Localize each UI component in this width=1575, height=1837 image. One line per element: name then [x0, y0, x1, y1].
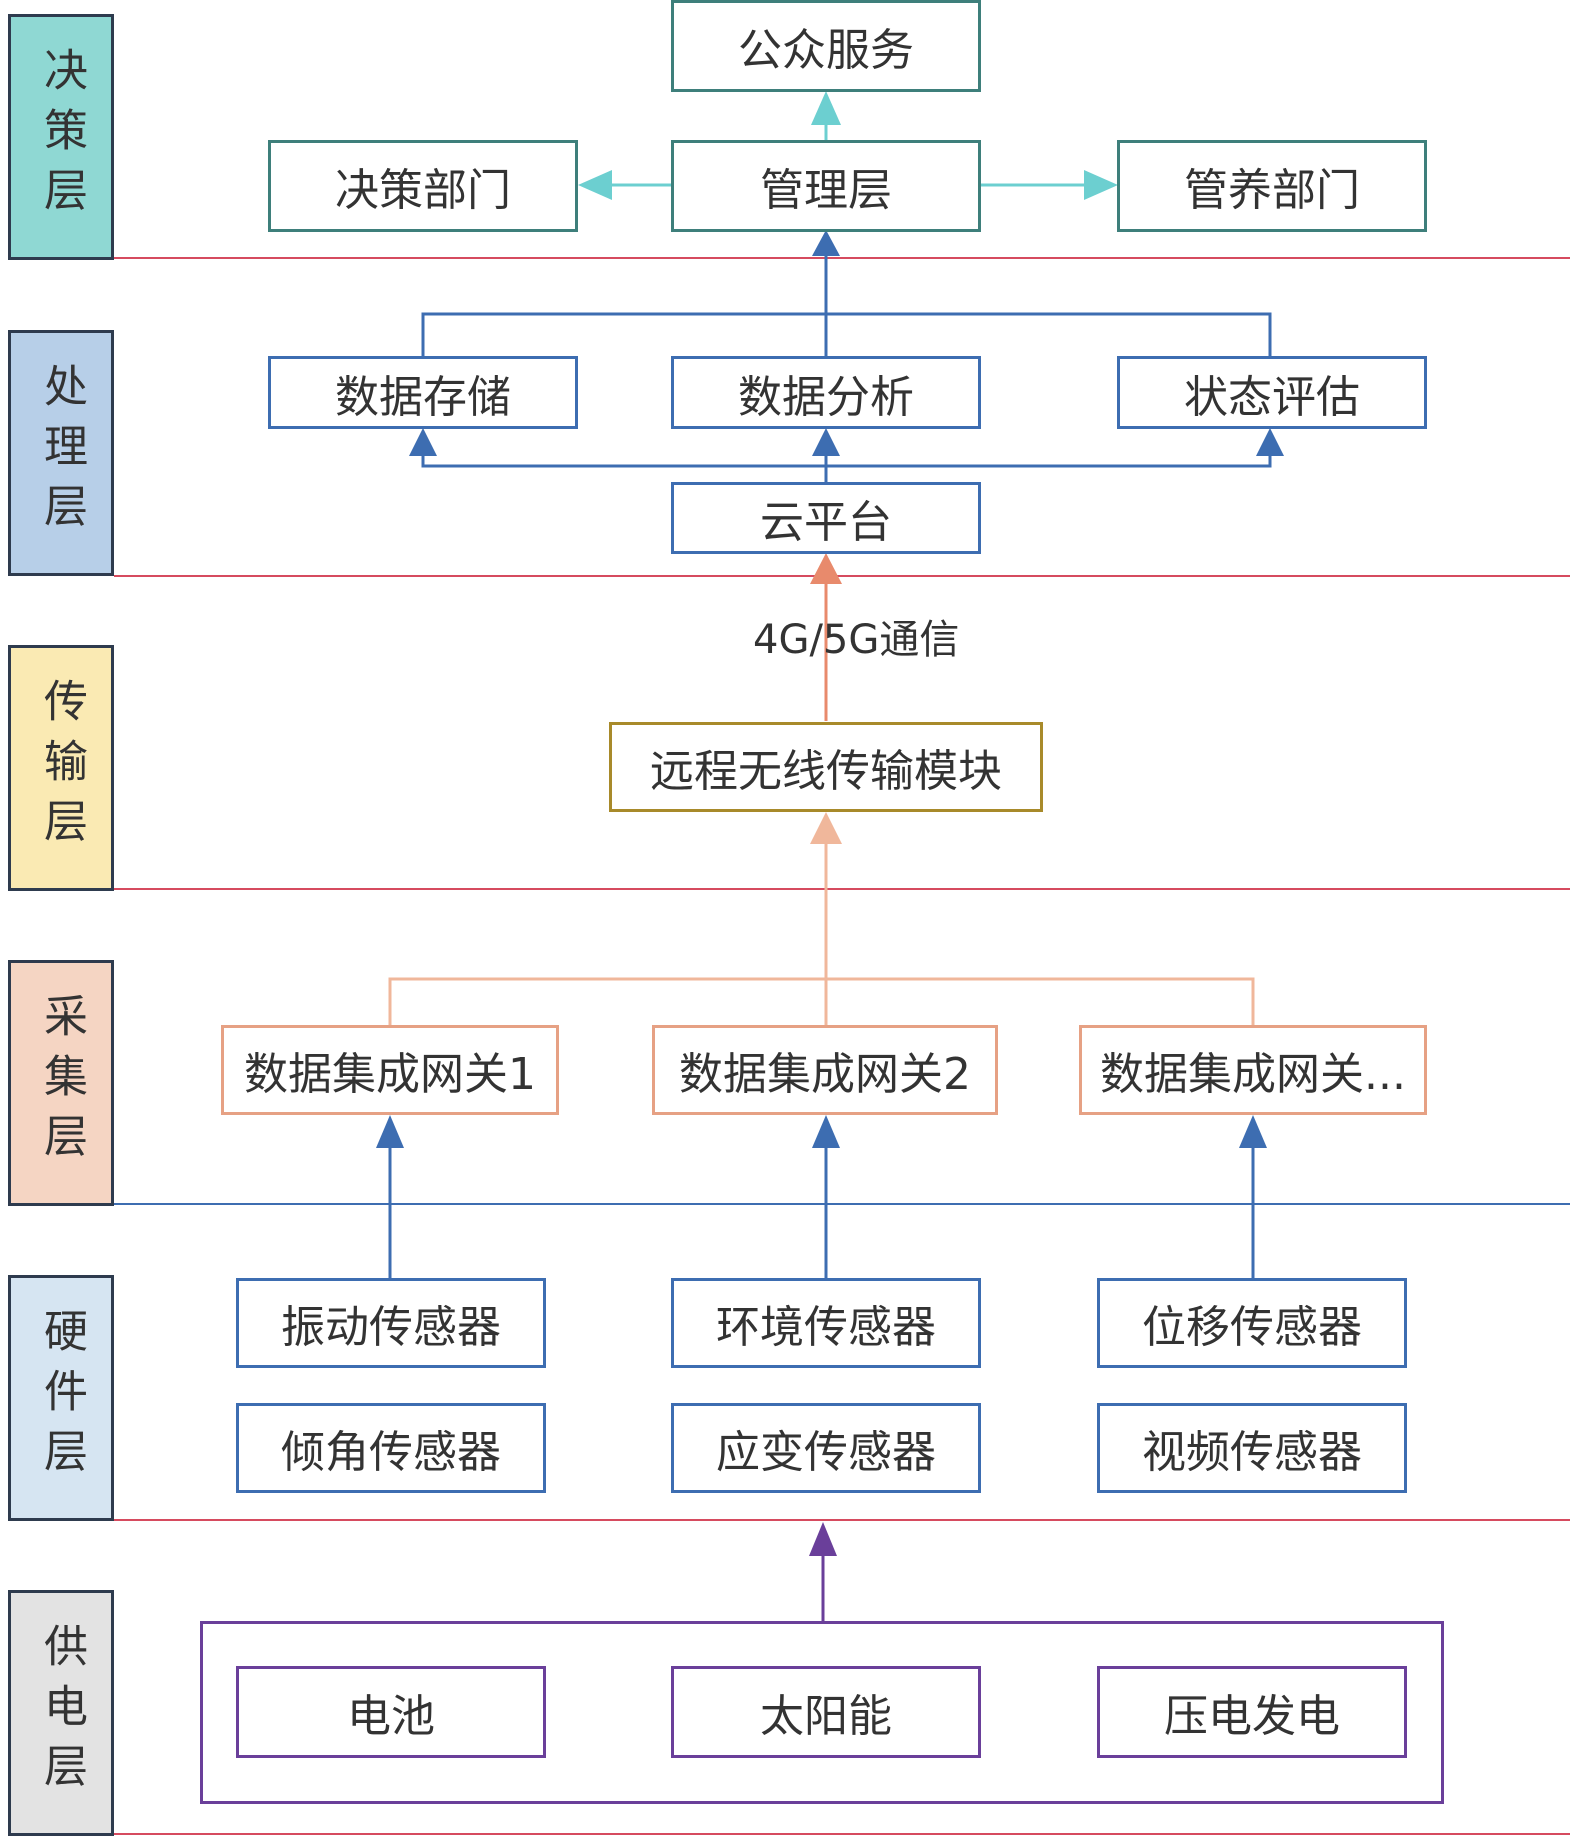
data-analysis-label: 数据分析	[738, 371, 914, 423]
displacement-sensor-label: 位移传感器	[1142, 1302, 1362, 1353]
layer-label-transmission: 传输层	[8, 645, 114, 891]
arrow-management-to-maintenance-dept	[980, 170, 1118, 200]
status-assessment-label: 状态评估	[1184, 371, 1360, 423]
solar-box: 太阳能	[671, 1666, 981, 1758]
arrow-module-to-cloud	[810, 553, 842, 721]
data-storage-label: 数据存储	[335, 371, 511, 423]
layer-label-acquisition: 采集层	[8, 960, 114, 1206]
maintenance-dept-box: 管养部门	[1117, 140, 1427, 232]
status-assessment-box: 状态评估	[1117, 356, 1427, 429]
arrow-cloud-to-processing	[409, 428, 1284, 484]
arrow-processing-to-management	[421, 230, 1272, 358]
layer-label-power: 供电层	[8, 1590, 114, 1836]
gateway-box-3: 数据集成网关...	[1079, 1025, 1427, 1115]
strain-sensor-box: 应变传感器	[671, 1403, 981, 1493]
tilt-sensor-box: 倾角传感器	[236, 1403, 546, 1493]
environment-sensor-label: 环境传感器	[716, 1302, 936, 1353]
battery-label: 电池	[347, 1691, 435, 1742]
layer-label-processing: 处理层	[8, 330, 114, 576]
solar-label: 太阳能	[760, 1691, 892, 1742]
video-sensor-label: 视频传感器	[1142, 1427, 1362, 1478]
public-service-label: 公众服务	[738, 25, 914, 76]
arrow-management-to-public	[811, 91, 841, 140]
comm-label: 4G/5G通信	[753, 617, 960, 663]
layer-label-hardware: 硬件层	[8, 1275, 114, 1521]
battery-box: 电池	[236, 1666, 546, 1758]
data-storage-box: 数据存储	[268, 356, 578, 429]
strain-sensor-label: 应变传感器	[716, 1427, 936, 1478]
power-group	[200, 1621, 1444, 1804]
arrow-sensors-to-gateways	[376, 1115, 1267, 1280]
wireless-module-box: 远程无线传输模块	[609, 722, 1043, 812]
gateway-box-1: 数据集成网关1	[221, 1025, 559, 1115]
gateway-label-2: 数据集成网关2	[679, 1049, 971, 1100]
maintenance-dept-label: 管养部门	[1184, 165, 1360, 216]
public-service-box: 公众服务	[671, 0, 981, 92]
layer-label-decision: 决策层	[8, 14, 114, 260]
gateway-box-2: 数据集成网关2	[652, 1025, 998, 1115]
arrow-gateways-to-module	[388, 812, 1255, 1025]
management-box: 管理层	[671, 140, 981, 232]
management-label: 管理层	[760, 165, 892, 216]
wireless-module-label: 远程无线传输模块	[650, 746, 1002, 797]
vibration-sensor-box: 振动传感器	[236, 1278, 546, 1368]
gateway-label-1: 数据集成网关1	[244, 1049, 536, 1100]
decision-dept-label: 决策部门	[335, 165, 511, 216]
cloud-platform-box: 云平台	[671, 482, 981, 554]
vibration-sensor-label: 振动传感器	[281, 1302, 501, 1353]
decision-dept-box: 决策部门	[268, 140, 578, 232]
arrow-management-to-decision-dept	[578, 170, 671, 200]
piezo-box: 压电发电	[1097, 1666, 1407, 1758]
data-analysis-box: 数据分析	[671, 356, 981, 429]
gateway-label-3: 数据集成网关...	[1100, 1049, 1406, 1100]
tilt-sensor-label: 倾角传感器	[281, 1427, 501, 1478]
displacement-sensor-box: 位移传感器	[1097, 1278, 1407, 1368]
environment-sensor-box: 环境传感器	[671, 1278, 981, 1368]
video-sensor-box: 视频传感器	[1097, 1403, 1407, 1493]
cloud-platform-label: 云平台	[760, 497, 892, 548]
piezo-label: 压电发电	[1164, 1691, 1340, 1742]
arrow-power-to-hardware	[809, 1522, 837, 1623]
